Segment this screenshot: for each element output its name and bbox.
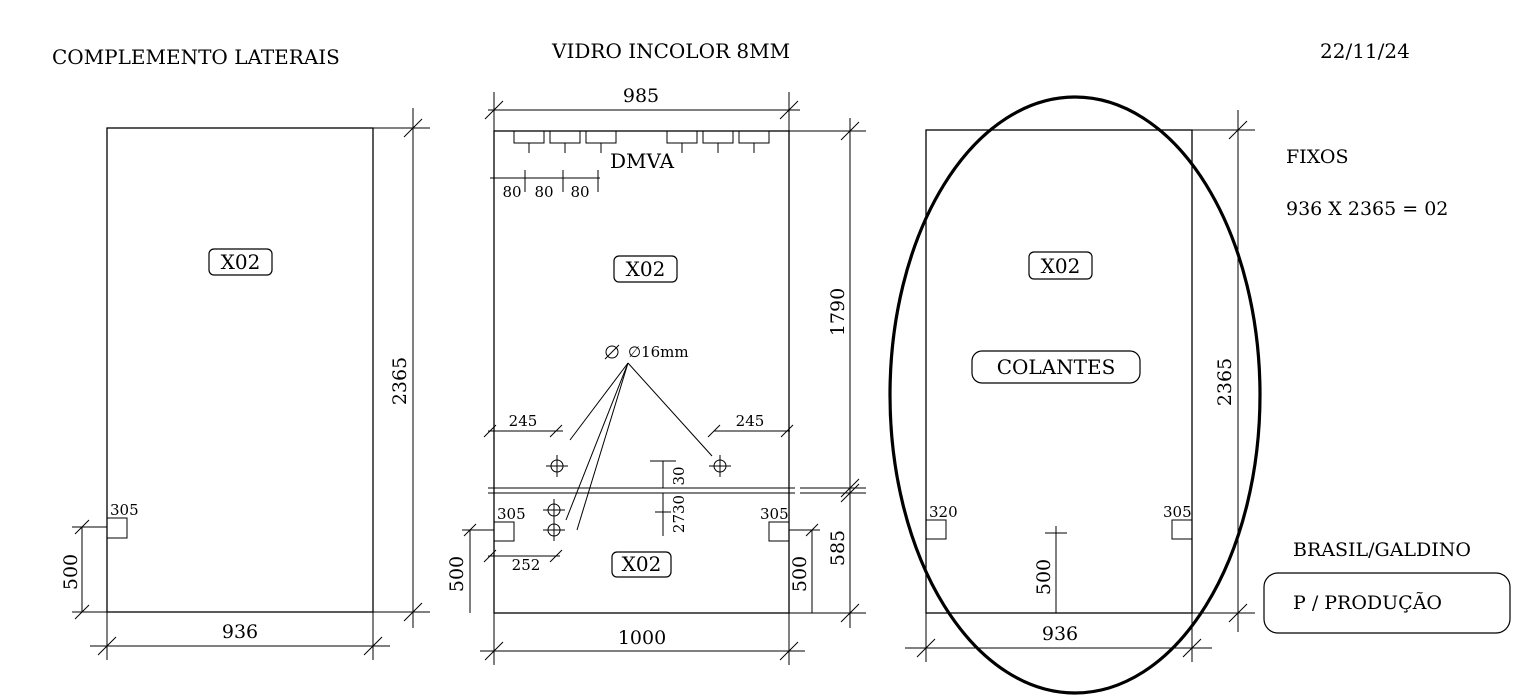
- panel-left-notch-height: 500: [60, 554, 82, 590]
- panel-right-notch-left: [925, 519, 947, 540]
- panel-left-notch: [106, 517, 128, 539]
- fixos-title: FIXOS: [1286, 146, 1348, 168]
- panel-left-notch-offset: 305: [110, 501, 139, 519]
- panel-left-width: 936: [222, 621, 258, 643]
- panel-right-tag: COLANTES: [997, 355, 1116, 379]
- panel-right-notch-right: [1171, 519, 1193, 540]
- panel-right-label: X02: [1041, 254, 1081, 278]
- status-label: P / PRODUÇÃO: [1293, 592, 1442, 614]
- panel-center-bottom-width: 1000: [618, 627, 666, 649]
- fixos-spec: 936 X 2365 = 02: [1286, 198, 1448, 220]
- panel-right-notch-left-offset: 320: [929, 503, 958, 521]
- header-date: 22/11/24: [1320, 39, 1410, 63]
- header-title: COMPLEMENTO LATERAIS: [52, 45, 340, 69]
- hole-offset-right: 245: [736, 412, 765, 430]
- panel-right-notch-right-offset: 305: [1163, 503, 1192, 521]
- panel-right-label-box: [1028, 251, 1093, 280]
- panel-right-center-mark: 500: [1033, 559, 1055, 595]
- panel-center-notch-left-offset: 305: [497, 505, 526, 523]
- panel-center-lower-height: 585: [827, 530, 849, 566]
- panel-center-notch-right-offset: 305: [760, 505, 789, 523]
- panel-left-outline: [106, 127, 374, 613]
- panel-left-label: X02: [221, 250, 261, 274]
- drill-holes: [543, 455, 731, 541]
- panel-center-label: X02: [626, 257, 666, 281]
- panel-center: 985 DMVA 80 80 80 X02 ∅16mm: [446, 85, 866, 665]
- panel-right: X02 COLANTES 320 305 500 2365 936: [888, 95, 1262, 695]
- panel-left-height: 2365: [389, 357, 411, 405]
- highlight-ellipse: [888, 95, 1262, 695]
- panel-right-width: 936: [1042, 623, 1078, 645]
- gap-large: 2730: [670, 495, 688, 533]
- panel-left-label-box: [208, 248, 273, 276]
- hardware-clamps: [513, 131, 770, 153]
- panel-center-upper-height: 1790: [827, 288, 849, 336]
- panel-center-top-width: 985: [623, 85, 659, 107]
- panel-left: X02 305 500 2365 936: [60, 108, 430, 660]
- panel-right-height: 2365: [1214, 358, 1236, 406]
- panel-center-lower-label-box: [611, 551, 672, 578]
- status-box: [1263, 572, 1511, 634]
- panel-center-label-box: [613, 255, 678, 283]
- header-material: VIDRO INCOLOR 8MM: [551, 39, 790, 63]
- panel-right-outline: [925, 129, 1193, 614]
- spacing-3: 80: [570, 183, 589, 201]
- panel-center-notch-right: [768, 521, 790, 542]
- panel-center-outline: [493, 130, 790, 614]
- gap-small: 30: [670, 466, 688, 485]
- panel-right-tag-box: [971, 350, 1141, 384]
- panel-center-lower-label: X02: [622, 552, 662, 576]
- offset-bottom-left: 252: [512, 556, 541, 574]
- panel-center-notch-height-left: 500: [446, 556, 468, 592]
- client-name: BRASIL/GALDINO: [1293, 539, 1471, 561]
- hole-diameter: ∅16mm: [628, 343, 689, 361]
- hardware-label: DMVA: [610, 149, 675, 173]
- spacing-1: 80: [502, 183, 521, 201]
- spacing-2: 80: [534, 183, 553, 201]
- panel-center-notch-left: [493, 521, 515, 542]
- panel-center-notch-height-right: 500: [789, 556, 811, 592]
- hole-offset-left: 245: [509, 412, 538, 430]
